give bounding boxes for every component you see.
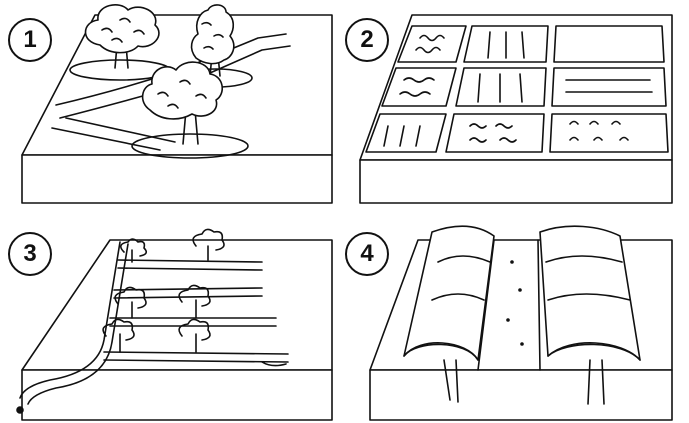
panel-number-badge-1: 1 [8, 18, 52, 62]
panel-4-row-covers [370, 226, 672, 420]
panel-number-badge-3: 3 [8, 232, 52, 276]
panel-3-irrigation [17, 229, 332, 420]
panel-2-beds [360, 15, 672, 203]
panel-number-badge-2: 2 [345, 18, 389, 62]
panel-number-badge-4: 4 [345, 232, 389, 276]
panel-1-trees [22, 5, 332, 203]
